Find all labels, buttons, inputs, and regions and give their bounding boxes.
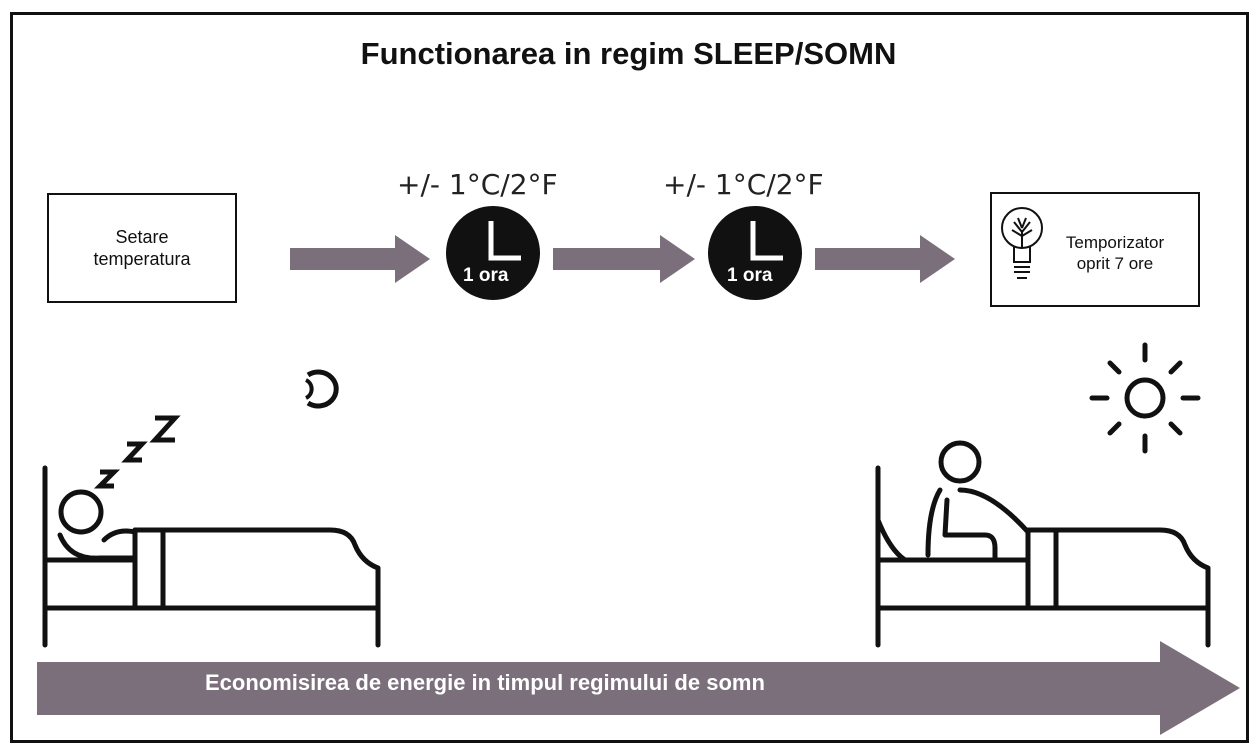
diagram-frame bbox=[10, 12, 1249, 743]
zzz-icon bbox=[93, 415, 181, 489]
flow-arrow-2 bbox=[553, 235, 695, 283]
step-2-temp-label: +/- 1°C/2°F bbox=[663, 168, 824, 201]
end-box-line2: oprit 7 ore bbox=[1076, 254, 1154, 274]
timer-text: Temporizator oprit 7 ore bbox=[1050, 232, 1180, 275]
end-box-line1: Temporizator bbox=[1065, 233, 1165, 252]
flow-arrow-1 bbox=[290, 235, 430, 283]
clock-icon bbox=[708, 206, 802, 300]
start-box: Setare temperatura bbox=[47, 193, 237, 303]
waking-person-icon bbox=[875, 440, 1211, 648]
step-1-temp-label: +/- 1°C/2°F bbox=[397, 168, 558, 201]
lightbulb-icon bbox=[1001, 207, 1043, 279]
end-box bbox=[990, 192, 1200, 307]
start-box-line1: Setare bbox=[115, 226, 169, 247]
sun-icon bbox=[1089, 342, 1201, 454]
moon-icon bbox=[304, 369, 339, 409]
energy-saving-label: Economisirea de energie in timpul regimu… bbox=[205, 670, 765, 695]
clock-icon bbox=[446, 206, 540, 300]
step-2-clock-label: 1 ora bbox=[727, 265, 773, 286]
sleeping-person-icon bbox=[42, 465, 381, 648]
flow-arrow-3 bbox=[815, 235, 955, 283]
diagram-title: Functionarea in regim SLEEP/SOMN bbox=[360, 36, 897, 71]
energy-saving-arrow bbox=[37, 641, 1240, 735]
step-1-clock-label: 1 ora bbox=[463, 265, 509, 286]
start-box-line2: temperatura bbox=[93, 249, 191, 269]
